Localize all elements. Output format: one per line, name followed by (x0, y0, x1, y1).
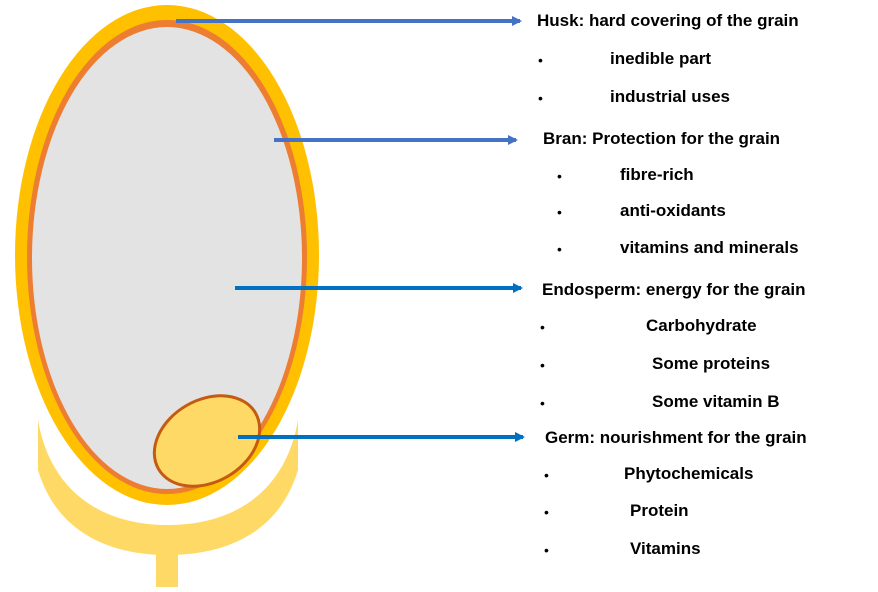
bullet: • (544, 502, 549, 522)
bullet: • (538, 50, 543, 70)
endosperm-item: Some proteins (652, 354, 770, 374)
germ-item: Vitamins (630, 539, 701, 559)
bran-heading: Bran: Protection for the grain (543, 129, 780, 149)
husk-item: industrial uses (610, 87, 730, 107)
bullet: • (540, 317, 545, 337)
bran-item: anti-oxidants (620, 201, 726, 221)
bullet: • (538, 88, 543, 108)
bran-item: fibre-rich (620, 165, 694, 185)
husk-heading: Husk: hard covering of the grain (537, 11, 799, 31)
bullet: • (557, 239, 562, 259)
bullet: • (540, 393, 545, 413)
endosperm-heading: Endosperm: energy for the grain (542, 280, 806, 300)
germ-item: Phytochemicals (624, 464, 753, 484)
bullet: • (557, 202, 562, 222)
bullet: • (557, 166, 562, 186)
husk-item: inedible part (610, 49, 711, 69)
germ-item: Protein (630, 501, 689, 521)
bullet: • (544, 465, 549, 485)
endosperm-item: Some vitamin B (652, 392, 780, 412)
endosperm-item: Carbohydrate (646, 316, 757, 336)
germ-heading: Germ: nourishment for the grain (545, 428, 807, 448)
bullet: • (544, 540, 549, 560)
bran-item: vitamins and minerals (620, 238, 799, 258)
bullet: • (540, 355, 545, 375)
